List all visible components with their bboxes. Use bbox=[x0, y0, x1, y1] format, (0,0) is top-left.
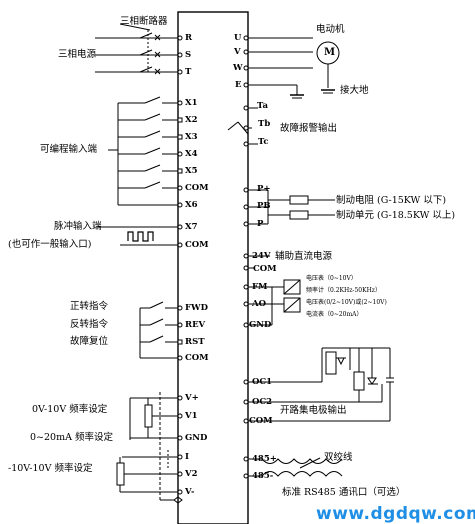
v-set-label: 0V-10V 频率设定 bbox=[32, 404, 108, 415]
braking-wiring bbox=[246, 189, 335, 225]
power-label: 三相电源 bbox=[58, 49, 97, 60]
analog-input-wiring bbox=[116, 392, 183, 504]
rs485-wiring bbox=[246, 457, 343, 477]
terminal-v1: V1 bbox=[185, 411, 198, 421]
terminal-com-right-1: COM bbox=[253, 264, 277, 274]
terminal-com-1: COM bbox=[185, 183, 209, 193]
terminal-ta: Ta bbox=[257, 101, 269, 111]
programmable-input-wiring bbox=[108, 96, 180, 206]
terminal-r: R bbox=[185, 33, 193, 43]
pulse-note-label: (也可作一般输入口) bbox=[8, 239, 92, 250]
right-terminal-marks bbox=[243, 35, 249, 479]
terminal-p-plus: P+ bbox=[257, 184, 271, 194]
twisted-pair-label: 双绞线 bbox=[324, 452, 353, 463]
terminal-x3: X3 bbox=[185, 132, 198, 142]
terminal-tc: Tc bbox=[258, 137, 269, 147]
i-set-label: 0~20mA 频率设定 bbox=[30, 432, 113, 443]
terminal-i: I bbox=[185, 452, 189, 462]
bi-set-label: -10V-10V 频率设定 bbox=[8, 463, 93, 474]
power-input-wiring bbox=[95, 23, 180, 75]
meter-wiring bbox=[246, 279, 301, 326]
rs485-label: 标准 RS485 通讯口（可选） bbox=[282, 487, 406, 498]
terminal-oc2: OC2 bbox=[252, 397, 273, 407]
fault-reset-label: 故障复位 bbox=[70, 336, 109, 347]
fwd-cmd-label: 正转指令 bbox=[70, 301, 109, 312]
terminal-e: E bbox=[235, 80, 242, 90]
terminal-485-plus: 485+ bbox=[252, 454, 277, 464]
open-collector-label: 开路集电极输出 bbox=[280, 405, 347, 416]
aux-dc-label: 辅助直流电源 bbox=[275, 251, 333, 262]
terminal-x2: X2 bbox=[185, 115, 198, 125]
terminal-x7: X7 bbox=[185, 222, 198, 232]
terminal-x5: X5 bbox=[185, 166, 198, 176]
fault-output-label: 故障报警输出 bbox=[280, 123, 338, 134]
terminal-com-3: COM bbox=[185, 353, 209, 363]
pulse-input-label: 脉冲输入端 bbox=[54, 221, 102, 232]
voltmeter-label: 电压表（0~10V） bbox=[306, 275, 357, 282]
brake-resistor-label: 制动电阻 (G-15KW 以下) bbox=[336, 195, 447, 206]
terminal-x6: X6 bbox=[185, 200, 198, 210]
terminal-com-right-2: COM bbox=[249, 416, 273, 426]
run-command-wiring bbox=[139, 301, 180, 359]
terminal-ao: AO bbox=[252, 299, 266, 309]
open-collector-wiring bbox=[246, 347, 394, 422]
terminal-fwd: FWD bbox=[185, 303, 208, 313]
ground-label: 接大地 bbox=[340, 85, 369, 96]
terminal-x1: X1 bbox=[185, 98, 198, 108]
terminal-v2: V2 bbox=[185, 469, 198, 479]
terminal-gnd-left: GND bbox=[185, 433, 208, 443]
freq-meter-label: 频率计（0.2KHz-50KHz） bbox=[306, 287, 381, 294]
terminal-gnd-right: GND bbox=[249, 320, 272, 330]
terminal-v-plus: V+ bbox=[185, 393, 199, 403]
terminal-s: S bbox=[185, 50, 192, 60]
terminal-w: W bbox=[233, 63, 243, 73]
prog-input-label: 可编程输入端 bbox=[40, 144, 98, 155]
terminal-x4: X4 bbox=[185, 149, 198, 159]
terminal-u: U bbox=[234, 33, 242, 43]
brake-unit-label: 制动单元 (G-18.5KW 以上) bbox=[336, 210, 456, 221]
breaker-label: 三相断路器 bbox=[120, 16, 168, 27]
rev-cmd-label: 反转指令 bbox=[70, 319, 109, 330]
left-terminal-marks bbox=[177, 35, 183, 495]
terminal-com-2: COM bbox=[185, 240, 209, 250]
pulse-input-wiring bbox=[98, 226, 180, 246]
terminal-rev: REV bbox=[185, 320, 206, 330]
motor-wiring bbox=[246, 37, 340, 99]
terminal-pb: PB bbox=[257, 201, 271, 211]
terminal-485-minus: 485- bbox=[252, 471, 274, 481]
terminal-p-minus: P- bbox=[257, 219, 267, 229]
terminal-oc1: OC1 bbox=[252, 377, 273, 387]
current-meter-label: 电流表（0~20mA） bbox=[306, 311, 363, 318]
terminal-fm: FM bbox=[252, 282, 268, 292]
motor-label: 电动机 bbox=[316, 24, 345, 35]
terminal-t: T bbox=[185, 67, 192, 77]
volt-meter2-label: 电压表(0/2~10V)或(2~10V) bbox=[306, 299, 387, 306]
terminal-24v: 24V bbox=[252, 251, 271, 261]
terminal-v: V bbox=[234, 47, 241, 57]
terminal-rst: RST bbox=[185, 337, 205, 347]
watermark: www.dgdqw.com bbox=[316, 504, 475, 524]
terminal-v-minus: V- bbox=[185, 487, 195, 497]
terminal-tb: Tb bbox=[258, 119, 271, 129]
motor-letter: M bbox=[324, 47, 336, 58]
fault-relay-wiring bbox=[227, 107, 258, 145]
